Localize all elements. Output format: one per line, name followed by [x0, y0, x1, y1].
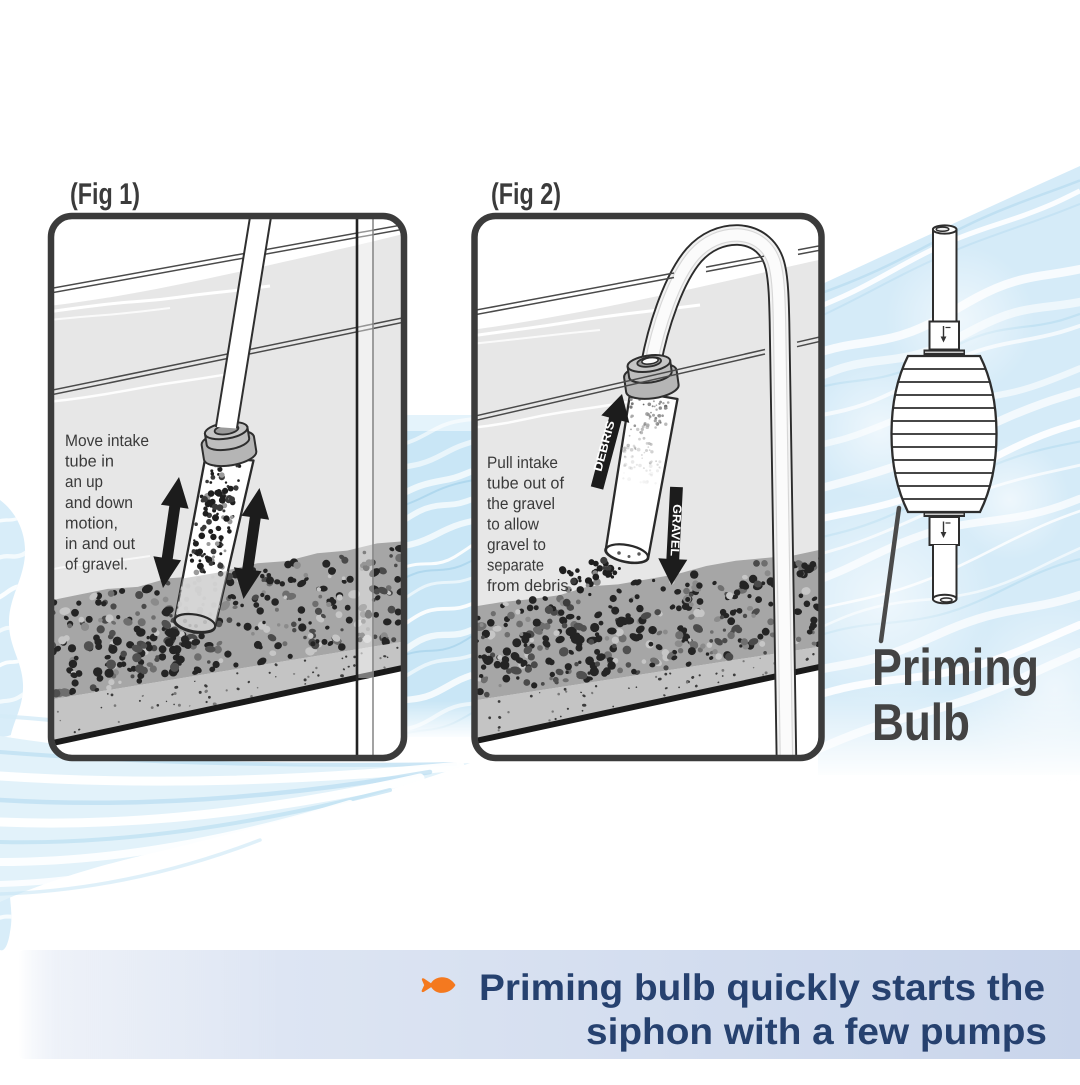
svg-text:siphon with a few pumps: siphon with a few pumps: [586, 1011, 1047, 1052]
svg-text:tube in: tube in: [65, 453, 114, 471]
svg-text:Bulb: Bulb: [872, 694, 970, 752]
svg-text:in and out: in and out: [65, 535, 135, 553]
svg-text:Pull intake: Pull intake: [487, 454, 558, 472]
svg-text:separate: separate: [487, 557, 544, 575]
svg-text:of gravel.: of gravel.: [65, 556, 128, 574]
svg-text:to allow: to allow: [487, 516, 539, 534]
svg-text:gravel to: gravel to: [487, 536, 546, 554]
svg-text:GRAVEL: GRAVEL: [668, 504, 685, 557]
svg-text:an up: an up: [65, 473, 103, 491]
svg-text:motion,: motion,: [65, 514, 118, 532]
svg-text:Priming: Priming: [872, 639, 1039, 697]
svg-text:(Fig 2): (Fig 2): [491, 178, 561, 211]
svg-text:from debris.: from debris.: [487, 577, 573, 595]
svg-text:tube out of: tube out of: [487, 475, 564, 493]
svg-text:and down: and down: [65, 494, 133, 512]
svg-text:Priming bulb quickly starts th: Priming bulb quickly starts the: [479, 967, 1045, 1008]
svg-text:(Fig 1): (Fig 1): [70, 178, 140, 211]
svg-text:Move intake: Move intake: [65, 432, 149, 450]
svg-text:the gravel: the gravel: [487, 495, 555, 513]
